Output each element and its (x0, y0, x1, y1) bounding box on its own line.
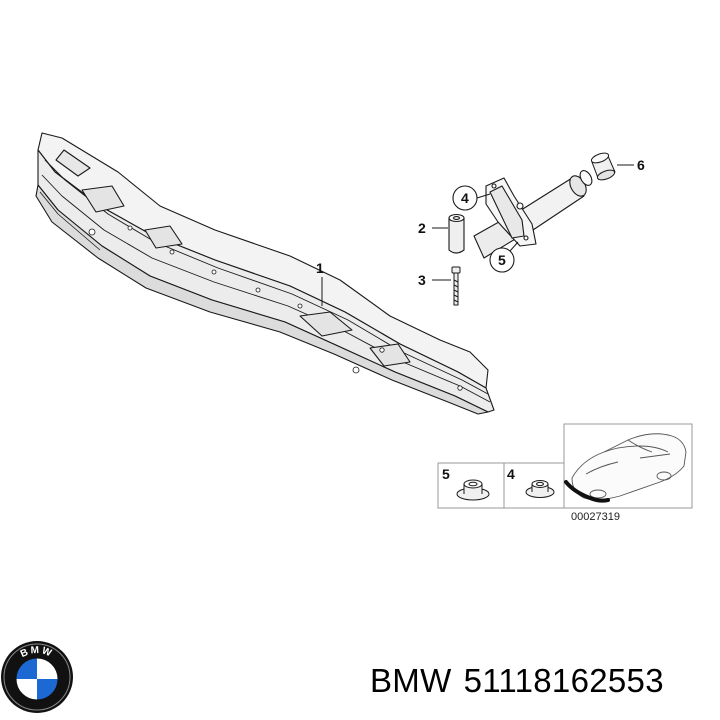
nut-part-4 (525, 480, 555, 498)
callout-2: 2 (418, 220, 426, 236)
caption-brand: BMW (370, 662, 452, 699)
callout-6: 6 (637, 157, 645, 173)
leader-line-5 (509, 241, 519, 252)
bmw-logo: BMW (1, 641, 73, 713)
crash-tube-assembly (473, 170, 593, 259)
car-silhouette (571, 433, 687, 501)
diagram-reference-number: 00027319 (571, 511, 620, 523)
callout-5: 5 (498, 252, 506, 268)
callout-1: 1 (316, 260, 324, 276)
end-cap-part-6 (590, 152, 616, 181)
bolt-part-3 (451, 266, 461, 306)
bumper-carrier-beam (35, 132, 495, 415)
sleeve-part-2 (448, 213, 465, 254)
svg-text:BMW: BMW (19, 645, 55, 660)
nut-part-5 (456, 479, 490, 501)
callout-5-ring (489, 247, 515, 273)
inset-callout-5: 5 (442, 466, 450, 482)
part-caption: BMW 51118162553 (370, 662, 715, 700)
bmw-logo-text: BMW (19, 645, 53, 660)
caption-part-number: 51118162553 (463, 662, 664, 699)
leader-line-4 (476, 193, 491, 199)
callout-3: 3 (418, 272, 426, 288)
inset-callout-4: 4 (507, 466, 515, 482)
bumper-location-highlight (564, 480, 610, 503)
callout-4: 4 (461, 190, 469, 206)
